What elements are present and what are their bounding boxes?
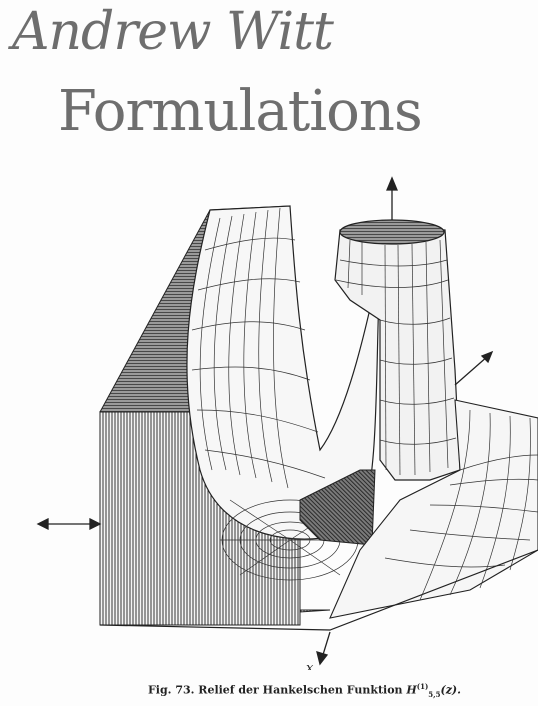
book-title: Formulations [58, 79, 423, 144]
pole-grid [335, 239, 457, 476]
base-edge [99, 549, 538, 631]
caption-text: Fig. 73. Relief der Hankelschen Funktion [148, 683, 403, 697]
caption-argument: (z). [440, 683, 461, 697]
caption-subscript: 5,5 [428, 689, 441, 699]
right-plane [329, 399, 538, 619]
figure-caption: Fig. 73. Relief der Hankelschen Funktion… [148, 682, 461, 699]
author-name: Andrew Witt [12, 2, 334, 62]
x-axis-label: x [306, 661, 314, 670]
pole-top [339, 219, 445, 245]
plane-grid [384, 409, 538, 601]
hankel-relief-illustration: x [36, 176, 538, 670]
caption-function: H [406, 683, 417, 697]
surface-grid [191, 207, 326, 489]
axis-arrows [36, 176, 494, 666]
caption-superscript: (1) [416, 682, 429, 691]
